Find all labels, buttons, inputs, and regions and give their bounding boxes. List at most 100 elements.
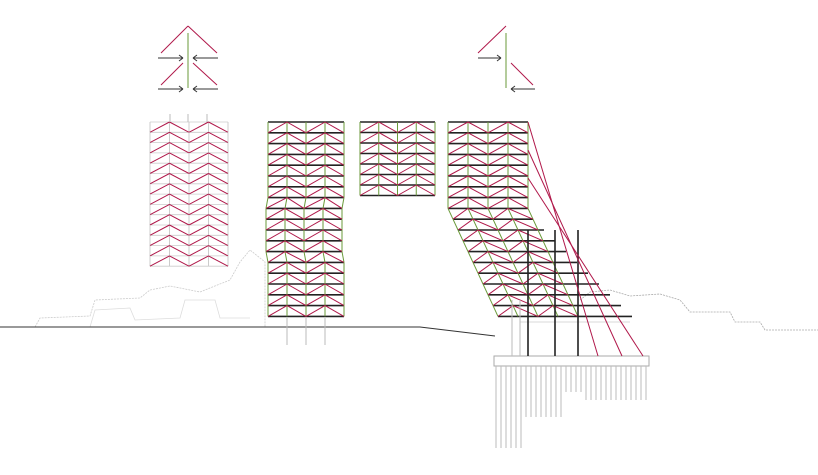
diagonal-brace — [208, 131, 229, 144]
diagonal-brace — [397, 184, 417, 196]
diagonal-brace — [359, 174, 379, 186]
column — [467, 208, 474, 220]
diagonal-brace — [149, 214, 170, 226]
diagonal-brace — [322, 229, 343, 242]
column — [517, 272, 524, 285]
diagonal-brace — [169, 193, 190, 205]
column — [512, 218, 519, 231]
diagonal-brace — [467, 121, 489, 134]
column — [457, 229, 464, 242]
diagonal-brace — [522, 240, 549, 253]
diagonal-brace — [462, 229, 479, 242]
column — [467, 251, 474, 263]
diagonal-brace — [267, 186, 288, 199]
column — [265, 197, 269, 209]
diagonal-brace — [267, 283, 288, 296]
diagonal-brace — [517, 261, 534, 274]
diagonal-brace — [286, 186, 307, 199]
towers — [149, 114, 644, 357]
diagonal-force-icon — [192, 62, 218, 86]
column — [284, 197, 288, 209]
diagonal-brace — [303, 207, 324, 220]
diagonal-brace — [517, 229, 544, 242]
diagonal-brace — [416, 174, 436, 186]
horizontal-force-arrow-icon — [496, 54, 502, 59]
diagonal-brace — [305, 164, 326, 177]
diagonal-brace — [507, 175, 529, 188]
column — [487, 294, 494, 306]
diagonal-brace — [447, 132, 469, 145]
column — [512, 305, 519, 317]
diagonal-brace — [303, 229, 324, 242]
diagonal-brace — [522, 272, 539, 285]
column — [522, 283, 529, 296]
diagonal-brace — [188, 131, 209, 144]
diagonal-brace — [322, 207, 343, 220]
diagonal-brace — [305, 294, 326, 307]
long-diagonal-brace — [527, 177, 644, 357]
column — [557, 272, 564, 285]
diagonal-brace — [447, 153, 469, 166]
diagonal-brace — [208, 203, 229, 216]
diagonal-brace — [265, 207, 286, 220]
horizontal-force-arrow-icon — [192, 54, 198, 59]
column — [507, 208, 514, 220]
diagonal-brace — [497, 272, 524, 285]
diagonal-brace — [487, 283, 504, 296]
diagonal-brace — [208, 224, 229, 236]
diagonal-brace — [149, 245, 170, 257]
diagonal-brace — [324, 283, 345, 296]
diagonal-brace — [188, 193, 209, 205]
diagonal-brace — [324, 197, 343, 209]
column — [341, 197, 345, 209]
column — [492, 218, 499, 231]
diagonal-brace — [188, 245, 209, 257]
column — [532, 218, 539, 231]
diagonal-brace — [305, 305, 326, 317]
column — [492, 305, 499, 317]
diagonal-brace — [324, 164, 345, 177]
column — [537, 229, 544, 242]
diagonal-brace — [512, 305, 539, 317]
diagonal-brace — [447, 121, 469, 134]
diagonal-force-icon — [187, 25, 218, 54]
diagonal-brace — [149, 162, 170, 174]
column — [502, 283, 509, 296]
diagonal-brace — [447, 143, 469, 155]
column — [547, 251, 554, 263]
diagonal-brace — [324, 175, 345, 188]
diagonal-brace — [286, 121, 307, 134]
column — [341, 251, 345, 263]
context-skyline-right — [579, 289, 818, 331]
diagonal-brace — [477, 261, 494, 274]
column — [537, 272, 544, 285]
diagonal-brace — [169, 162, 190, 174]
diagonal-brace — [492, 294, 509, 307]
diagonal-brace — [537, 305, 554, 317]
diagonal-brace — [467, 207, 494, 220]
diagonal-brace — [467, 164, 489, 177]
diagonal-brace — [472, 218, 499, 231]
diagonal-brace — [303, 218, 324, 231]
diagonal-brace — [359, 121, 379, 133]
ground-line — [0, 326, 496, 337]
column — [532, 305, 539, 317]
diagonal-brace — [265, 218, 286, 231]
column — [527, 251, 534, 263]
diagonal-brace — [378, 132, 398, 144]
diagonal-brace — [286, 197, 305, 209]
diagonal-brace — [482, 272, 499, 285]
diagonal-brace — [286, 175, 307, 188]
diagonal-brace — [265, 240, 286, 253]
diagonal-brace — [169, 131, 190, 144]
diagonal-brace — [305, 251, 324, 263]
column — [487, 208, 494, 220]
diagonal-brace — [452, 207, 469, 220]
column — [547, 294, 554, 306]
diagonal-brace — [208, 183, 229, 195]
diagonal-brace — [208, 152, 229, 164]
diagonal-brace — [477, 229, 504, 242]
diagonal-brace — [284, 240, 305, 253]
foundation-piles — [493, 355, 650, 448]
horizontal-force-arrow-icon — [192, 57, 198, 62]
